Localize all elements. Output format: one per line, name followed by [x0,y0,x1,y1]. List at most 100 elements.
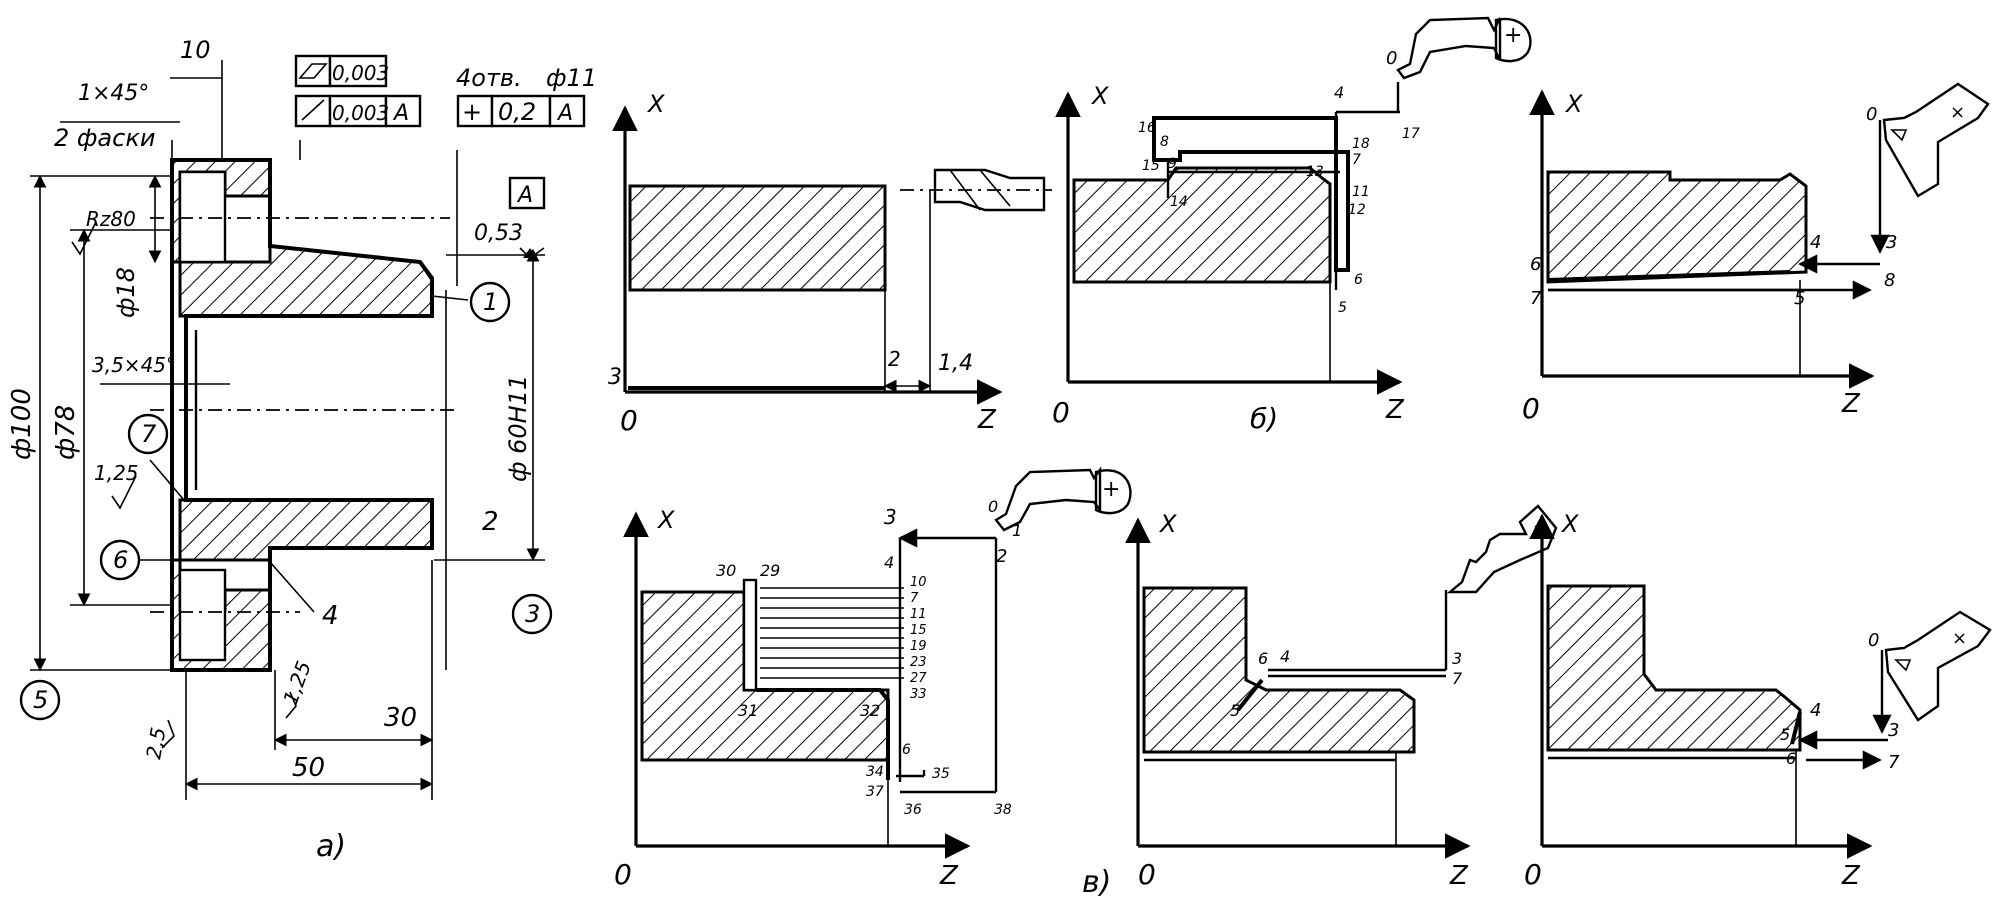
rough-125: 1,25 [94,461,139,485]
svg-text:17: 17 [1402,126,1420,142]
p4-x-label: X [656,506,675,534]
workpiece-2 [1072,166,1332,284]
part-section-upper-body [178,244,434,318]
p6-origin: 0 [1524,858,1542,891]
cutting-tool-6 [1884,610,1992,722]
callout-6 [99,539,141,581]
panel-groove: × X Z 0 в) 6 4 3 7 5 [1082,504,1558,900]
workpiece-1 [628,184,887,292]
rough-rz80: Rz80 [86,207,136,231]
p3-z-label: Z [1841,389,1861,419]
svg-text:3: 3 [884,505,897,529]
p4-origin: 0 [614,858,632,891]
svg-text:9: 9 [1168,156,1177,172]
p1-z-label: Z [977,405,997,435]
svg-text:23: 23 [910,655,927,670]
p2-pt-0: 0 [1386,48,1397,69]
svg-text:×: × [1952,628,1967,649]
datum-a: A [516,183,533,208]
holes-dia: ф11 [546,64,597,92]
svg-text:32: 32 [860,701,880,720]
p5-x-label: X [1158,510,1177,538]
dim-50: 50 [292,753,325,783]
callout-3 [511,593,553,635]
caption-v: в) [1082,865,1111,900]
svg-text:0: 0 [988,497,998,516]
svg-text:19: 19 [910,639,927,654]
svg-text:11: 11 [910,607,927,622]
panel-finish-turning: × X Z 0 0 4 3 5 6 7 [1524,510,1992,891]
svg-text:29: 29 [760,561,780,580]
panel-bore-turning: × X Z 0 0 3 4 8 6 7 5 [1522,82,1990,425]
svg-text:0: 0 [1866,104,1877,125]
dim-30: 30 [384,703,417,733]
p6-x-label: X [1560,510,1579,538]
tol1-value: 0,003 [332,61,389,85]
p2-x-label: X [1090,82,1109,110]
p3-x-label: X [1564,90,1583,118]
callout-5-label: 5 [33,686,48,714]
svg-text:27: 27 [910,671,927,686]
p1-x-label: X [646,90,665,118]
svg-text:4: 4 [1334,83,1344,102]
cutting-tool-3 [1882,82,1990,198]
rough-125b: 1,25 [278,658,316,708]
svg-text:5: 5 [1230,701,1240,720]
callout-1 [469,281,511,323]
tol2-value: 0,003 [332,101,389,125]
svg-text:18: 18 [1352,136,1370,152]
callout-7-label: 7 [141,420,157,448]
svg-text:4: 4 [1810,232,1821,253]
holes-label: 4отв. [456,64,522,92]
svg-text:4: 4 [1810,700,1821,721]
caption-a: а) [316,829,346,864]
hole-upper [178,170,227,264]
tol2-datum: A [392,101,409,126]
dim-d78: ф78 [51,405,81,460]
svg-text:35: 35 [932,766,950,782]
workpiece-5 [1142,586,1416,754]
svg-text:13: 13 [1306,164,1324,180]
svg-text:6: 6 [902,742,911,758]
p6-z-label: Z [1841,861,1861,891]
svg-text:3: 3 [1888,720,1899,741]
panel-rough-turning: + X Z 0 б) 0 4 17 16 8 18 7 15 9 14 13 1… [1052,16,1532,435]
label-2: 2 [482,507,499,537]
svg-text:34: 34 [866,764,884,780]
callout-3-label: 3 [525,600,540,628]
workpiece-3 [1546,170,1808,284]
svg-text:12: 12 [1348,202,1366,218]
rough-25: 2,5 [141,725,170,760]
panel-multipass: + X Z 0 0 1 2 3 4 30 29 10 7 11 15 19 23… [614,466,1132,891]
svg-text:2: 2 [996,546,1007,567]
p1-pt-3: 3 [608,365,622,390]
chamfer-count: 2 фаски [54,124,155,152]
svg-text:8: 8 [1160,134,1169,150]
chamfer-label: 1×45° [78,81,149,106]
svg-text:5: 5 [1794,288,1805,309]
cutting-tool-2 [1396,16,1502,80]
svg-text:36: 36 [904,802,922,818]
rough-053: 0,53 [474,221,523,246]
drill-tool-1 [933,168,1046,212]
dim-d18: ф18 [112,267,140,318]
caption-b: б) [1250,402,1278,435]
svg-text:7: 7 [1352,152,1361,168]
dim-10: 10 [180,36,211,64]
svg-text:1: 1 [1012,521,1022,540]
svg-text:5: 5 [1780,725,1790,744]
p5-origin: 0 [1138,858,1156,891]
svg-text:8: 8 [1884,270,1895,291]
svg-text:0: 0 [1868,630,1879,651]
p5-z-label: Z [1449,861,1469,891]
svg-text:7: 7 [910,591,919,606]
svg-text:15: 15 [910,623,927,638]
svg-text:37: 37 [866,784,884,800]
svg-text:4: 4 [884,553,894,572]
svg-text:3: 3 [1886,232,1897,253]
dim-d100: ф100 [7,388,37,460]
svg-text:7: 7 [1452,669,1463,688]
p1-pt-14: 1,4 [938,351,973,376]
callout-7 [127,413,169,455]
